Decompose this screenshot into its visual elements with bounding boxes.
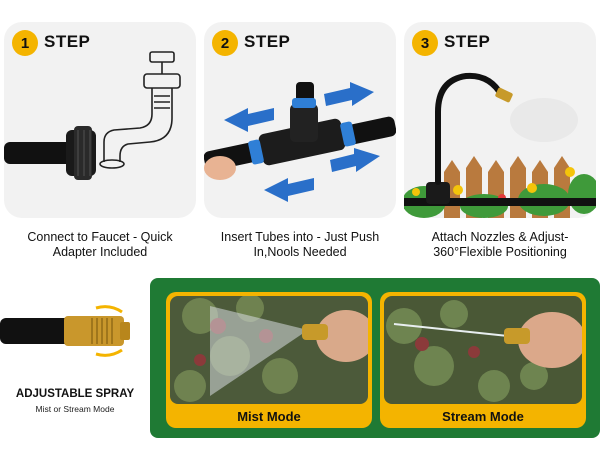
caption-line: Adapter Included [52, 245, 148, 259]
stream-mode-card: Stream Mode [380, 292, 586, 428]
faucet-connection-image [4, 51, 181, 180]
caption-line: Connect to Faucet - Quick [27, 230, 173, 244]
nozzle-garden-image [404, 72, 596, 218]
step-1-caption: Connect to Faucet - Quick Adapter Includ… [0, 230, 200, 260]
mist-mode-image [170, 296, 368, 404]
step-3-caption: Attach Nozzles & Adjust- 360°Flexible Po… [400, 230, 600, 260]
caption-line: Attach Nozzles & Adjust- [431, 230, 569, 244]
caption-line: Insert Tubes into - Just Push [220, 230, 380, 244]
step-2-caption: Insert Tubes into - Just Push In,Nools N… [200, 230, 400, 260]
mist-mode-card: Mist Mode [166, 292, 372, 428]
caption-line: 360°Flexible Positioning [433, 245, 567, 259]
adjustable-spray-title: ADJUSTABLE SPRAY [15, 388, 135, 400]
step-card-1: 1 STEP [4, 22, 196, 218]
stream-mode-label: Stream Mode [442, 409, 524, 424]
step-card-2: 2 STEP [204, 22, 396, 218]
stream-mode-image [384, 296, 582, 404]
step-number-badge: 2 [212, 30, 238, 56]
step-label: STEP [44, 32, 91, 51]
step-card-3: 3 STEP [404, 22, 596, 218]
step-label: STEP [444, 32, 491, 51]
tee-connector-image [204, 82, 396, 202]
adjustable-spray-subtitle: Mist or Stream Mode [35, 404, 115, 414]
mist-mode-label: Mist Mode [237, 409, 301, 424]
step-label: STEP [244, 32, 291, 51]
step-number-badge: 3 [412, 30, 438, 56]
caption-line: In,Nools Needed [253, 245, 347, 259]
step-number-badge: 1 [12, 30, 38, 56]
adjustable-nozzle-image [0, 305, 130, 357]
